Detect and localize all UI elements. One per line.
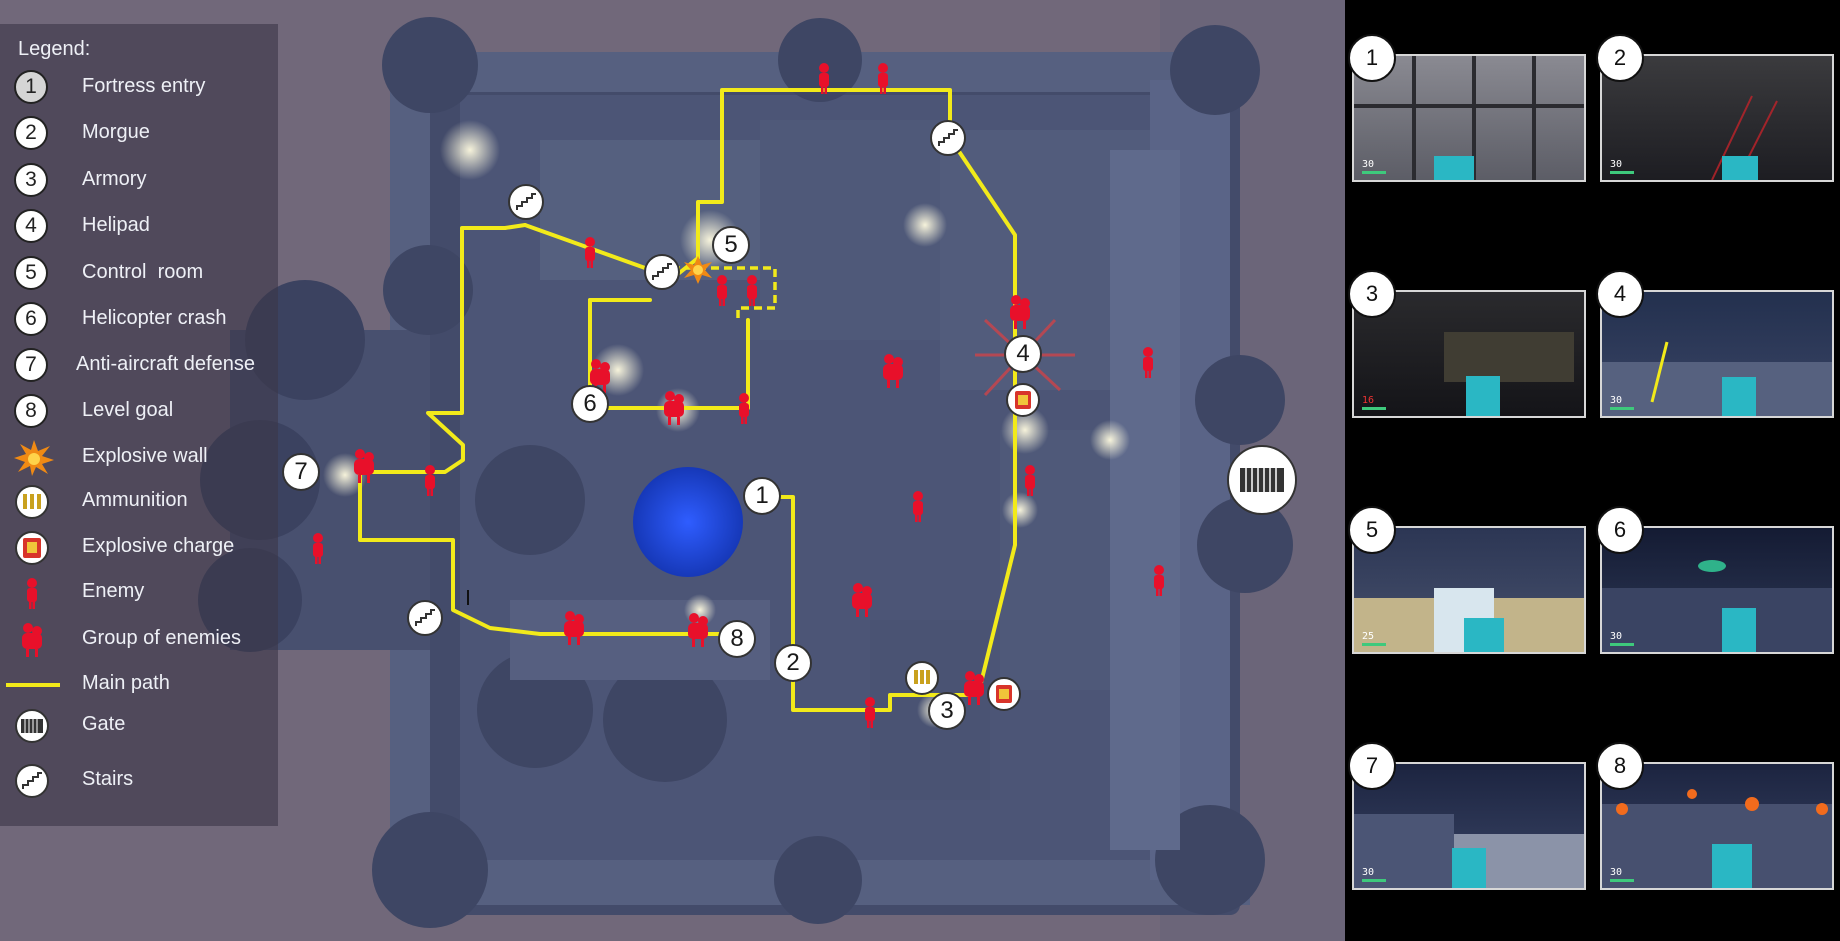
legend-item-control-room: 5 Control room xyxy=(0,254,278,294)
ammo-counter: 16 xyxy=(1362,395,1386,410)
legend-label: Stairs xyxy=(82,768,134,790)
screenshot-fortress-entry[interactable]: 30 xyxy=(1352,54,1586,182)
map-marker-control-room[interactable]: 5 xyxy=(712,226,750,264)
legend-item-anti-aircraft-defense: 7 Anti-aircraft defense xyxy=(0,346,278,386)
legend-label: Helipad xyxy=(82,214,150,236)
explosion-icon xyxy=(14,440,54,476)
number-5-icon: 5 xyxy=(14,256,50,292)
legend-item-explosive-wall: Explosive wall xyxy=(0,438,278,478)
level-map: 1 2 3 4 5 6 7 8 Legend: 1 Fortress entry… xyxy=(0,0,1345,941)
legend-label: Explosive charge xyxy=(82,535,235,557)
number-4-icon: 4 xyxy=(14,209,50,245)
number-6-icon: 6 xyxy=(14,302,50,338)
ammo-counter: 30 xyxy=(1362,159,1386,174)
legend-item-fortress-entry: 1 Fortress entry xyxy=(0,68,278,108)
screenshot-helipad[interactable]: 30 xyxy=(1600,290,1834,418)
ammo-counter: 30 xyxy=(1610,867,1634,882)
screenshots-panel: 30 1 30 2 16 3 30 4 25 5 30 6 30 7 30 8 xyxy=(1345,0,1840,941)
legend-label: Enemy xyxy=(82,580,145,602)
legend-label: Armory xyxy=(82,168,147,190)
screenshot-number: 8 xyxy=(1596,742,1644,790)
screenshot-control-room[interactable]: 25 xyxy=(1352,526,1586,654)
screenshot-number: 1 xyxy=(1348,34,1396,82)
legend-item-level-goal: 8 Level goal xyxy=(0,392,278,432)
legend-label: Helicopter crash xyxy=(82,307,227,329)
number-1-icon: 1 xyxy=(14,70,50,106)
map-marker-morgue[interactable]: 2 xyxy=(774,644,812,682)
legend-item-helicopter-crash: 6 Helicopter crash xyxy=(0,300,278,340)
legend-item-enemy: Enemy xyxy=(0,573,278,613)
screenshot-level-goal[interactable]: 30 xyxy=(1600,762,1834,890)
number-2-icon: 2 xyxy=(14,116,50,152)
legend-label: Main path xyxy=(82,672,170,694)
legend-label: Ammunition xyxy=(82,489,188,511)
number-3-icon: 3 xyxy=(14,163,50,199)
screenshot-number: 6 xyxy=(1596,506,1644,554)
number-8-icon: 8 xyxy=(14,394,50,430)
legend-item-group-of-enemies: Group of enemies xyxy=(0,620,278,660)
map-marker-helicopter-crash[interactable]: 6 xyxy=(571,385,609,423)
map-marker-anti-aircraft-defense[interactable]: 7 xyxy=(282,453,320,491)
ammo-counter: 25 xyxy=(1362,631,1386,646)
screenshot-anti-aircraft-defense[interactable]: 30 xyxy=(1352,762,1586,890)
map-marker-level-goal[interactable]: 8 xyxy=(718,620,756,658)
legend-label: Gate xyxy=(82,713,126,735)
legend-item-helipad: 4 Helipad xyxy=(0,207,278,247)
legend-item-armory: 3 Armory xyxy=(0,161,278,201)
ammo-counter: 30 xyxy=(1610,631,1634,646)
legend-label: Fortress entry xyxy=(82,75,206,97)
screenshot-number: 3 xyxy=(1348,270,1396,318)
screenshot-number: 4 xyxy=(1596,270,1644,318)
ammo-counter: 30 xyxy=(1610,159,1634,174)
screenshot-number: 5 xyxy=(1348,506,1396,554)
ammo-counter: 30 xyxy=(1610,395,1634,410)
screenshot-morgue[interactable]: 30 xyxy=(1600,54,1834,182)
fortress-map-drawing xyxy=(198,17,1297,928)
map-marker-helipad[interactable]: 4 xyxy=(1004,335,1042,373)
screenshot-armory[interactable]: 16 xyxy=(1352,290,1586,418)
map-marker-armory[interactable]: 3 xyxy=(928,692,966,730)
legend-label: Anti-aircraft defense xyxy=(76,353,255,375)
legend-item-main-path: Main path xyxy=(0,665,278,705)
ammunition-icon xyxy=(14,484,50,520)
legend-item-stairs: Stairs xyxy=(0,761,278,801)
legend-item-ammunition: Ammunition xyxy=(0,482,278,522)
screenshot-number: 2 xyxy=(1596,34,1644,82)
gate-icon xyxy=(14,708,50,744)
enemy-icon xyxy=(14,575,50,611)
explosive-charge-icon xyxy=(14,530,50,566)
main-path-line-icon xyxy=(6,667,60,703)
legend-item-gate: Gate xyxy=(0,706,278,746)
legend-item-explosive-charge: Explosive charge xyxy=(0,528,278,568)
legend-title: Legend: xyxy=(18,38,91,60)
legend-label: Morgue xyxy=(82,121,150,143)
number-7-icon: 7 xyxy=(14,348,50,384)
legend-label: Explosive wall xyxy=(82,445,208,467)
legend-label: Control room xyxy=(82,261,204,283)
screenshot-number: 7 xyxy=(1348,742,1396,790)
screenshot-helicopter-crash[interactable]: 30 xyxy=(1600,526,1834,654)
legend-label: Group of enemies xyxy=(82,627,241,649)
legend-item-morgue: 2 Morgue xyxy=(0,114,278,154)
ammo-counter: 30 xyxy=(1362,867,1386,882)
enemy-group-icon xyxy=(14,622,50,658)
legend-panel: Legend: 1 Fortress entry 2 Morgue 3 Armo… xyxy=(0,24,278,826)
stairs-icon xyxy=(14,763,50,799)
map-marker-fortress-entry[interactable]: 1 xyxy=(743,477,781,515)
legend-label: Level goal xyxy=(82,399,174,421)
